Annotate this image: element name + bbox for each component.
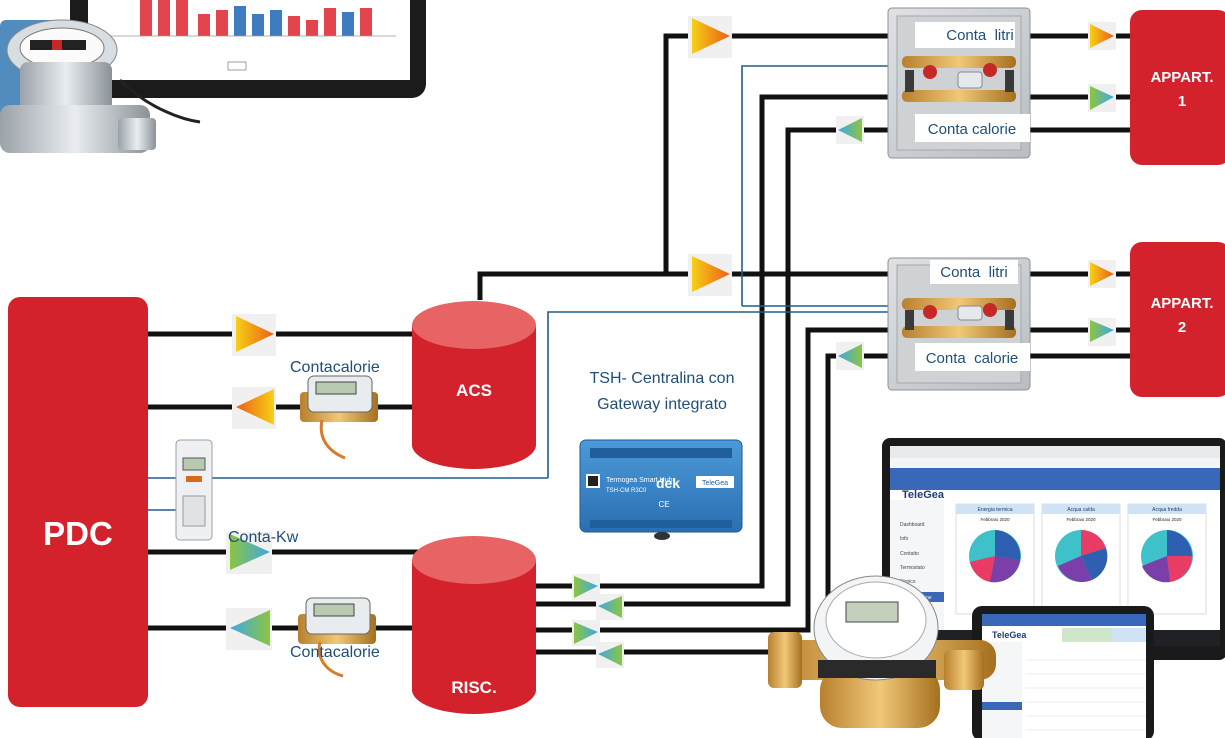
svg-text:Contatto: Contatto: [900, 551, 919, 557]
contacalorie-top-label: Contacalorie: [290, 359, 380, 376]
tablet-with-chart: [70, 0, 426, 124]
laptop-logo: TeleGea: [902, 489, 945, 501]
hot-arrow-icon: [1088, 260, 1116, 288]
water-meter-bottom: [768, 575, 996, 728]
svg-text:Febbraio 2020: Febbraio 2020: [1152, 517, 1182, 522]
svg-text:Energia termica: Energia termica: [977, 507, 1012, 513]
heating-return-arrow-icon: [226, 608, 272, 650]
pdc-label: PDC: [43, 515, 113, 552]
svg-text:Storico: Storico: [900, 579, 916, 585]
acs-tank: ACS: [412, 301, 536, 469]
heating-return-arrow-icon: [596, 594, 624, 620]
conta-litri-1-label: Conta litri: [946, 27, 1014, 44]
heating-arrow-icon: [572, 620, 600, 646]
satellite-box-1: Conta litri Conta calorie: [887, 7, 1031, 159]
tsh-title-line2: Gateway integrato: [597, 396, 727, 413]
hub-name: Termogea Smart Hub: [606, 477, 673, 484]
hot-arrow-icon: [1088, 22, 1116, 50]
appartment-1-title: APPART.: [1150, 69, 1213, 86]
heating-arrow-icon: [226, 532, 272, 574]
pdc-heat-pump: PDC: [8, 297, 148, 707]
acs-label: ACS: [456, 381, 492, 400]
card-energia-termica: Energia termica Febbraio 2020: [955, 503, 1035, 615]
conta-kw-label: Conta-Kw: [228, 529, 299, 546]
appartment-2-number: 2: [1178, 319, 1186, 336]
conta-litri-2-label: Conta litri: [940, 264, 1008, 281]
svg-text:Acqua calda: Acqua calda: [1067, 507, 1095, 513]
hot-arrow-icon: [232, 314, 276, 356]
heating-return-arrow-icon: [836, 342, 864, 370]
appartment-1: APPART. 1: [1130, 10, 1225, 165]
appartment-1-number: 1: [1178, 93, 1186, 110]
svg-text:Febbraio 2020: Febbraio 2020: [980, 517, 1010, 522]
hot-return-arrow-icon: [232, 387, 276, 429]
heat-meter-top: [300, 375, 378, 460]
svg-text:Dashboard: Dashboard: [900, 522, 925, 528]
appartment-2: APPART. 2: [1130, 242, 1225, 397]
flow-arrows: [226, 16, 1116, 668]
hot-arrow-icon: [688, 254, 732, 296]
heating-arrow-icon: [1088, 84, 1116, 112]
svg-text:Acqua fredda: Acqua fredda: [1152, 507, 1182, 513]
heating-return-arrow-icon: [836, 116, 864, 144]
tsh-smart-hub-device: Termogea Smart Hub TSH-CM R3C0 dek TeleG…: [579, 439, 743, 540]
appartment-2-title: APPART.: [1150, 295, 1213, 312]
heating-arrow-icon: [572, 574, 600, 600]
hub-ce-mark: CE: [658, 500, 669, 509]
svg-text:Info: Info: [900, 536, 909, 542]
svg-text:Febbraio 2020: Febbraio 2020: [1066, 517, 1096, 522]
hot-arrow-icon: [688, 16, 732, 58]
heating-arrow-icon: [1088, 318, 1116, 346]
desktop-monitor: TeleGea Dashboard Info Contatto Termosta…: [882, 438, 1225, 700]
risc-label: RISC.: [451, 678, 496, 697]
hub-logo: TeleGea: [702, 480, 728, 487]
conta-calorie-1-label: Conta calorie: [928, 121, 1016, 138]
tablet-front: TeleGea: [972, 606, 1154, 738]
hub-brand: dek: [656, 475, 680, 491]
contacalorie-bottom-label: Contacalorie: [290, 644, 380, 661]
hub-model: TSH-CM R3C0: [606, 488, 647, 494]
risc-tank: RISC.: [412, 536, 536, 714]
conta-calorie-2-label: Conta calorie: [926, 350, 1019, 367]
signal-lines: [146, 65, 888, 511]
heating-return-arrow-icon: [596, 642, 624, 668]
svg-text:Termostato: Termostato: [900, 565, 925, 571]
tablet-logo: TeleGea: [992, 630, 1027, 640]
card-acqua-fredda: Acqua fredda Febbraio 2020: [1127, 503, 1207, 615]
card-acqua-calda: Acqua calda Febbraio 2020: [1041, 503, 1121, 615]
energy-meter: [175, 439, 213, 541]
heat-meter-bottom: [298, 597, 376, 678]
satellite-box-2: Conta litri Conta calorie: [887, 257, 1031, 391]
tsh-title-line1: TSH- Centralina con: [590, 370, 735, 387]
bar-chart-thumbnail: [98, 0, 398, 71]
water-meter-top: [0, 19, 156, 153]
